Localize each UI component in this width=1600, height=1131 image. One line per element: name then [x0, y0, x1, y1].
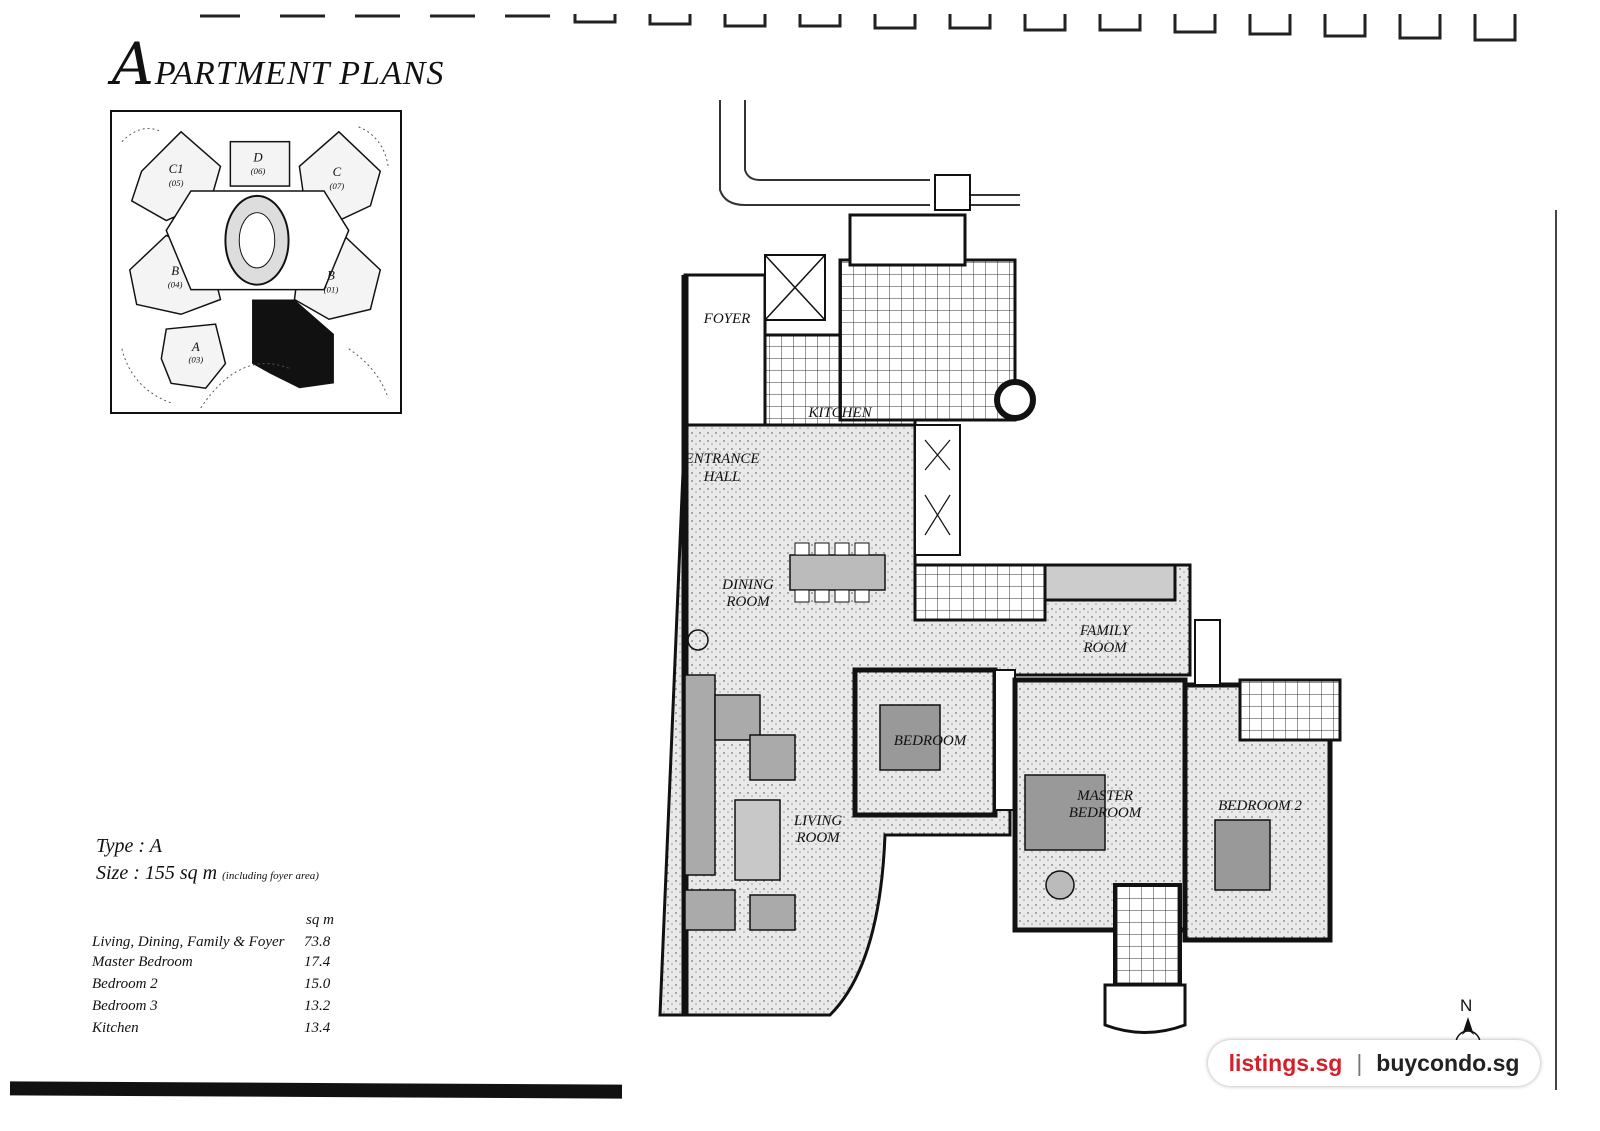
- floor-plan: FOYER KITCHEN ENTRANCE HALL DINING ROOM …: [658, 100, 1342, 1034]
- label-entrance: ENTRANCE: [683, 451, 759, 467]
- utility-round: [994, 379, 1036, 421]
- label-dining: DINING: [721, 577, 774, 593]
- family-room-cabinet: [1043, 563, 1177, 602]
- key-number-c1: (05): [169, 178, 184, 188]
- label-bedroom-3: BEDROOM: [894, 733, 968, 749]
- page-title: APARTMENT PLANS: [112, 30, 444, 98]
- lift-lobby: [934, 174, 971, 211]
- type-label: Type :: [96, 835, 146, 857]
- key-unit-d: [229, 140, 291, 187]
- label-bedroom-2: BEDROOM 2: [1218, 798, 1302, 814]
- watermark-badge: listings.sg | buycondo.sg: [1208, 1040, 1540, 1086]
- key-number-b-right: (01): [324, 285, 339, 295]
- watermark-separator: |: [1356, 1049, 1363, 1076]
- type-value: A: [149, 835, 162, 857]
- unit-type-info: Type : A Size : 155 sq m (including foye…: [96, 835, 319, 889]
- area-value: 13.4: [304, 1020, 331, 1036]
- binding-bar: [9, 1081, 623, 1099]
- label-master-bedroom: BEDROOM: [1069, 805, 1143, 821]
- key-label-b-right: B: [327, 269, 335, 283]
- label-hall: HALL: [703, 469, 741, 485]
- dining-table: [789, 554, 886, 591]
- size-value: 155 sq m: [144, 862, 218, 884]
- key-number-c: (07): [329, 181, 344, 191]
- area-name: Bedroom 3: [92, 998, 158, 1014]
- service-balcony: [848, 213, 967, 267]
- key-highlight-unit: [252, 299, 334, 389]
- label-living: LIVING: [793, 813, 843, 829]
- powder-room: [913, 563, 1047, 622]
- bed-2: [1214, 819, 1271, 891]
- north-label: N: [1460, 996, 1472, 1015]
- area-row: Bedroom 2 15.0: [92, 976, 352, 993]
- key-unit-a: [160, 323, 227, 390]
- binding-tabs: [200, 14, 1517, 42]
- key-number-b-left: (04): [168, 280, 183, 290]
- watermark-listings: listings.sg: [1228, 1049, 1343, 1076]
- bathtub: [1103, 983, 1187, 1034]
- label-master: MASTER: [1076, 788, 1133, 804]
- coffee-table: [734, 799, 781, 881]
- area-name: Master Bedroom: [92, 954, 193, 970]
- area-row: Living, Dining, Family & Foyer 73.8: [92, 934, 352, 951]
- key-label-c1: C1: [169, 162, 184, 176]
- title-initial: A: [112, 30, 155, 98]
- title-rest: PARTMENT PLANS: [154, 55, 445, 92]
- key-label-c: C: [333, 165, 342, 179]
- bed-3: [879, 704, 941, 771]
- watermark-buycondo: buycondo.sg: [1376, 1049, 1520, 1076]
- key-label-d: D: [252, 150, 263, 164]
- area-value: 73.8: [304, 934, 331, 950]
- utility-area: [838, 258, 1017, 422]
- label-family: FAMILY: [1079, 623, 1132, 639]
- area-unit-header: sq m: [306, 912, 334, 928]
- foyer-area: [683, 273, 767, 427]
- master-bath: [1113, 883, 1182, 987]
- size-label: Size :: [96, 862, 140, 884]
- key-label-a: A: [191, 340, 200, 354]
- bath-2: [1238, 678, 1342, 742]
- area-row: Master Bedroom 17.4: [92, 954, 352, 971]
- area-name: Kitchen: [92, 1020, 139, 1036]
- area-name: Living, Dining, Family & Foyer: [92, 934, 285, 950]
- size-note: (including foyer area): [222, 870, 319, 882]
- key-label-b-left: B: [171, 264, 179, 278]
- page-edge: [1555, 210, 1557, 1090]
- area-value: 15.0: [304, 976, 331, 992]
- key-plan: C1 (05) D (06) C (07) B (04) B (01) A (0…: [110, 110, 402, 414]
- area-row: Bedroom 3 13.2: [92, 998, 352, 1015]
- area-row: Kitchen 13.4: [92, 1020, 352, 1037]
- area-value: 13.2: [304, 998, 331, 1014]
- master-bed: [1024, 774, 1106, 851]
- label-kitchen: KITCHEN: [807, 405, 872, 421]
- label-living-room: ROOM: [795, 830, 841, 846]
- label-foyer: FOYER: [703, 311, 751, 327]
- key-number-d: (06): [251, 166, 266, 176]
- label-dining-room: ROOM: [725, 594, 771, 610]
- area-value: 17.4: [304, 954, 331, 970]
- label-family-room: ROOM: [1082, 640, 1128, 656]
- area-name: Bedroom 2: [92, 976, 158, 992]
- sofa: [684, 674, 716, 876]
- key-number-a: (03): [188, 355, 203, 365]
